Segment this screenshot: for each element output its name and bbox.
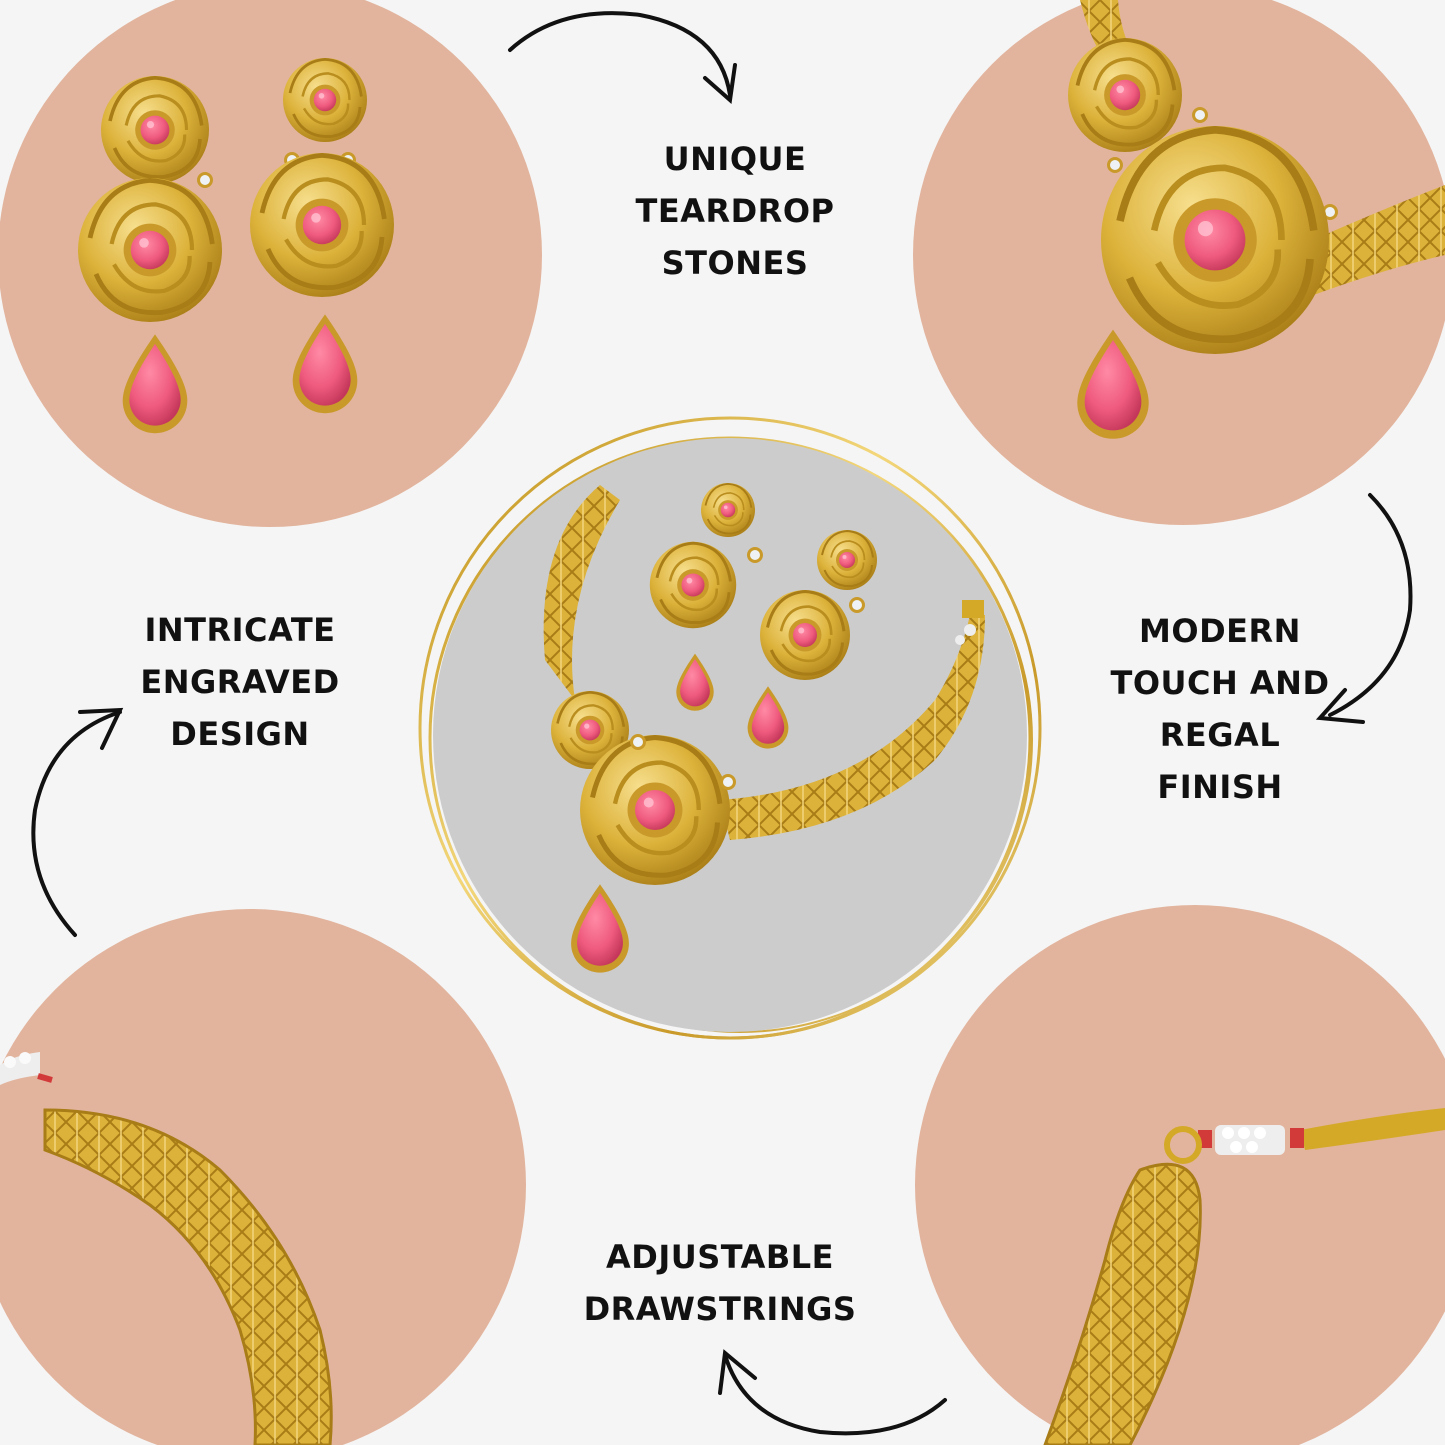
engraved-band-circle xyxy=(0,909,526,1445)
label-line: TOUCH AND xyxy=(1110,664,1330,702)
label-line: UNIQUE xyxy=(663,140,807,178)
label-line: TEARDROP xyxy=(635,192,835,230)
label-line: DESIGN xyxy=(170,715,310,753)
teardrop-stones-label: UNIQUE TEARDROP STONES xyxy=(590,133,880,289)
label-line: FINISH xyxy=(1157,768,1283,806)
modern-finish-label: MODERN TOUCH AND REGAL FINISH xyxy=(1080,605,1360,813)
label-line: ADJUSTABLE xyxy=(605,1238,834,1276)
engraved-design-label: INTRICATE ENGRAVED DESIGN xyxy=(95,604,385,760)
label-line: MODERN xyxy=(1139,612,1301,650)
necklace-set-display xyxy=(418,416,1042,1040)
adjustable-drawstrings-label: ADJUSTABLE DRAWSTRINGS xyxy=(560,1231,880,1335)
pendant-closeup-icon xyxy=(1066,0,1445,439)
label-line: DRAWSTRINGS xyxy=(583,1290,857,1328)
curved-arrow-icon xyxy=(31,707,124,937)
curved-arrow-icon xyxy=(1315,493,1413,724)
necklace-set-icon xyxy=(543,482,985,973)
curved-arrow-icon xyxy=(718,1349,947,1436)
drawstring-band-icon xyxy=(1043,1108,1445,1445)
label-line: STONES xyxy=(661,244,809,282)
label-line: INTRICATE xyxy=(144,611,336,649)
label-line: REGAL xyxy=(1159,716,1281,754)
label-line: ENGRAVED xyxy=(140,663,340,701)
curved-arrow-icon xyxy=(508,11,737,104)
